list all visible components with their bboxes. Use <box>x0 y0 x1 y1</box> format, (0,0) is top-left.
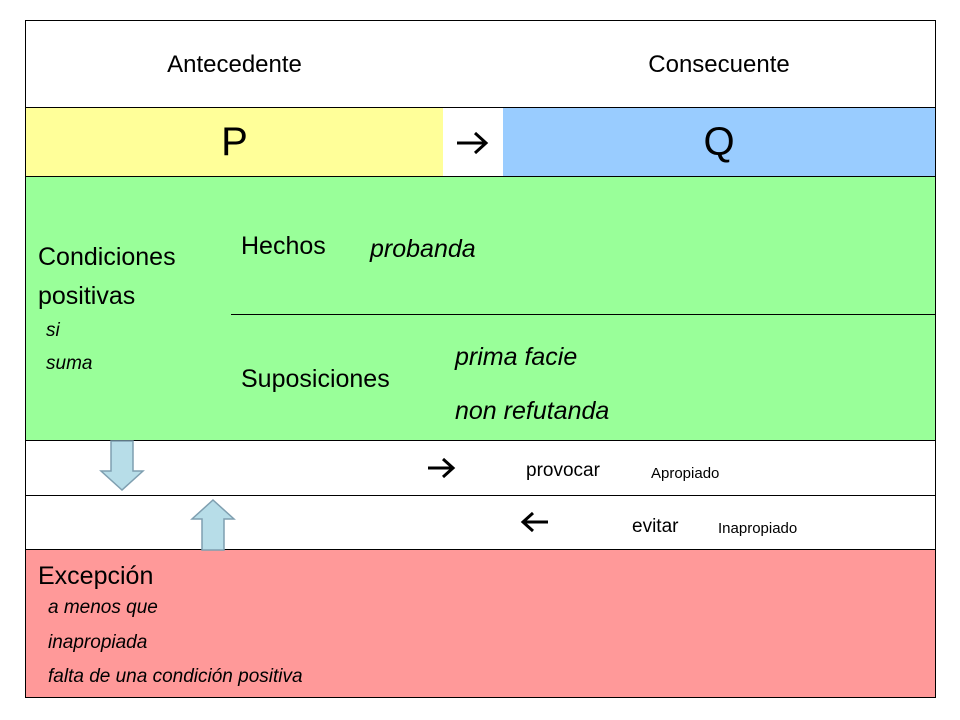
consequent-header-text: Consecuente <box>648 50 790 78</box>
avoid-row: evitar Inapropiado <box>25 495 936 550</box>
antecedent-header-text: Antecedente <box>167 50 302 78</box>
provoke-row: provocar Apropiado <box>25 440 936 496</box>
provoke-qualifier: Apropiado <box>651 465 720 482</box>
provoke-verb: provocar <box>526 460 600 481</box>
assumption-prima-facie: prima facie <box>455 343 578 371</box>
antecedent-p-cell: P <box>25 107 444 177</box>
assumptions-label: Suposiciones <box>241 365 390 393</box>
facts-label-cell: Hechos <box>231 176 359 315</box>
exception-item-inapropiada: inapropiada <box>48 632 148 653</box>
condition-item-suma: suma <box>46 353 93 374</box>
exception-item-falta-condicion: falta de una condición positiva <box>48 666 303 687</box>
right-arrow-icon <box>428 457 456 479</box>
implication-cell <box>443 107 504 177</box>
conditions-title-line1: Condiciones <box>38 243 176 271</box>
q-symbol: Q <box>703 120 735 164</box>
conditions-title-line2: positivas <box>38 282 136 310</box>
right-arrow-icon <box>457 131 489 155</box>
assumptions-values-cell: prima facie non refutanda <box>443 314 936 441</box>
facts-value-cell: probanda <box>358 176 936 315</box>
facts-label: Hechos <box>241 232 326 260</box>
up-block-arrow-icon <box>190 498 236 551</box>
exception-empty-cell <box>474 549 936 698</box>
positive-conditions-cell: Condiciones positivas si suma <box>25 176 232 441</box>
exception-item-a-menos-que: a menos que <box>48 597 158 618</box>
avoid-verb: evitar <box>632 516 679 537</box>
down-block-arrow-icon <box>99 440 145 492</box>
header-spacer-cell <box>443 20 504 108</box>
condition-item-si: si <box>46 320 60 341</box>
consequent-header: Consecuente <box>503 20 936 108</box>
consequent-q-cell: Q <box>503 107 936 177</box>
p-symbol: P <box>221 120 248 164</box>
exception-title: Excepción <box>38 562 154 590</box>
assumptions-label-cell: Suposiciones <box>231 314 444 441</box>
assumption-non-refutanda: non refutanda <box>455 397 610 425</box>
facts-value: probanda <box>370 235 476 263</box>
left-arrow-icon <box>520 511 548 533</box>
exception-cell: Excepción a menos que inapropiada falta … <box>25 549 475 698</box>
avoid-qualifier: Inapropiado <box>718 520 798 537</box>
antecedent-header: Antecedente <box>25 20 444 108</box>
